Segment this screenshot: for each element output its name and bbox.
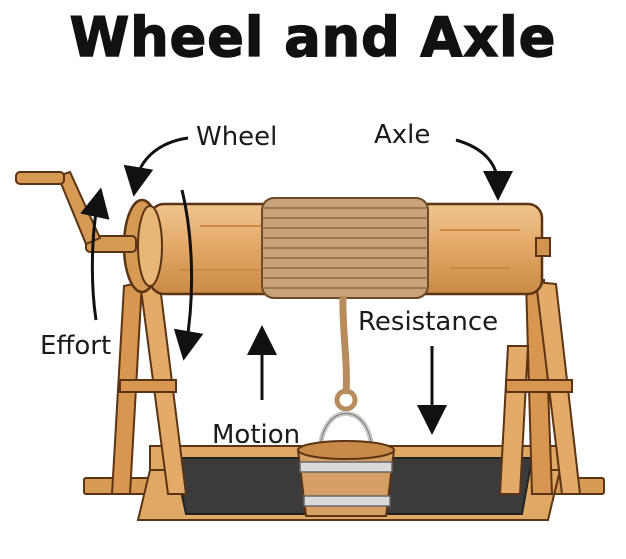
crank-handle bbox=[15, 170, 137, 253]
effort-label: Effort bbox=[40, 331, 111, 361]
rope-coil bbox=[261, 197, 429, 299]
wheel-arrow bbox=[123, 136, 189, 197]
axle-arrow bbox=[455, 138, 513, 201]
diagram-title: Wheel and Axle bbox=[69, 5, 557, 70]
hanging-rope bbox=[339, 295, 350, 395]
effort-arrow-up bbox=[80, 187, 110, 321]
wheel-label: Wheel bbox=[196, 122, 277, 152]
motion-label: Motion bbox=[212, 420, 300, 450]
bucket bbox=[296, 411, 396, 517]
resistance-label: Resistance bbox=[358, 307, 498, 337]
effort-arrow-down bbox=[173, 189, 204, 361]
right-support-frame bbox=[498, 279, 582, 495]
axle-label: Axle bbox=[374, 120, 430, 150]
left-support-frame bbox=[110, 280, 188, 495]
